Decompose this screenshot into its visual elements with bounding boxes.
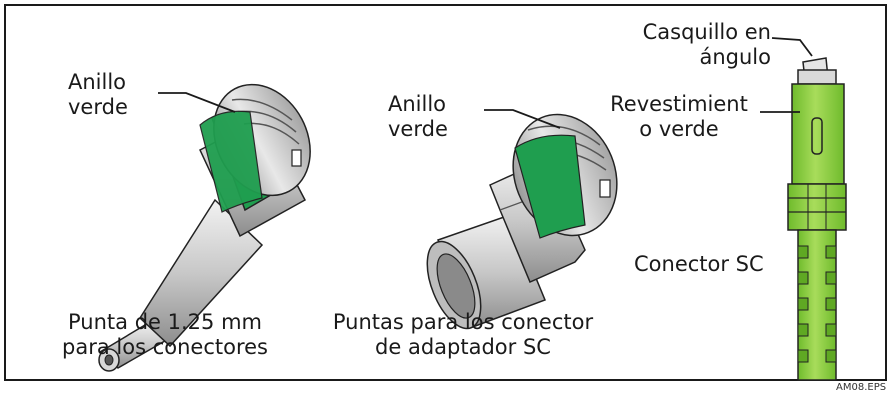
green-ring-1-label: Anillo verde bbox=[68, 70, 128, 119]
green-ring-2-label: Anillo verde bbox=[388, 92, 448, 141]
tip-125mm-illustration bbox=[98, 83, 311, 372]
sc-connector-illustration bbox=[787, 57, 847, 381]
angled-ferrule-leader bbox=[771, 37, 813, 57]
figure-id: AM08.EPS bbox=[836, 382, 887, 393]
green-ring-1-leader bbox=[158, 92, 236, 113]
tip-125-caption: Punta de 1.25 mm para los conectores bbox=[62, 310, 268, 359]
sc-adapter-caption: Puntas para los conector de adaptador SC bbox=[332, 310, 594, 359]
sc-adapter-tip-illustration bbox=[426, 113, 618, 330]
green-ring-2-leader bbox=[484, 109, 561, 129]
angled-ferrule-label: Casquillo en ángulo bbox=[642, 20, 771, 69]
sc-connector-label: Conector SC bbox=[634, 252, 764, 276]
figure-frame bbox=[4, 4, 887, 381]
green-jacket-label: Revestimient o verde bbox=[610, 92, 748, 141]
